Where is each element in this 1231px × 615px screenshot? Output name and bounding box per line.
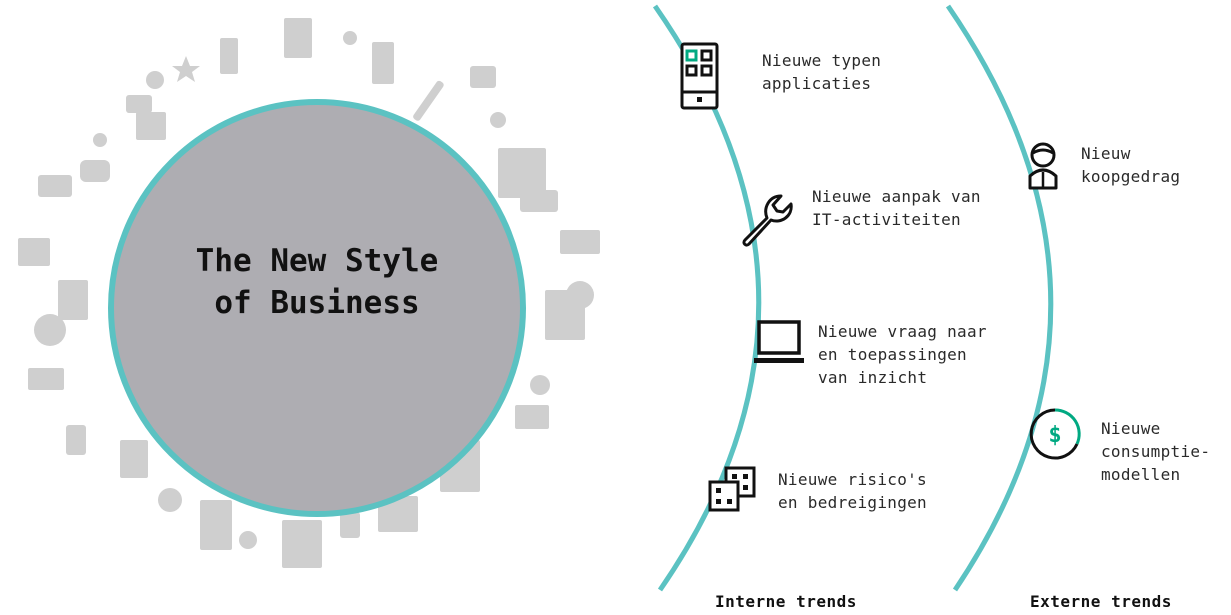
bubble-icon xyxy=(490,112,506,128)
building-icon xyxy=(282,520,322,568)
building-icon xyxy=(220,38,238,74)
search-icon xyxy=(343,31,357,45)
phone-icon xyxy=(66,425,86,455)
grid-building-icon xyxy=(136,112,166,140)
gear-icon xyxy=(530,375,550,395)
wrench-icon xyxy=(742,194,793,247)
building-icon xyxy=(120,440,148,478)
grid-icon xyxy=(560,230,600,254)
bars-icon xyxy=(498,148,546,198)
laptop-small-icon xyxy=(28,368,64,390)
gear-icon xyxy=(93,133,107,147)
chat-icon xyxy=(80,160,110,182)
phone-icon xyxy=(340,512,360,538)
external-trends-label: Externe trends xyxy=(1030,592,1172,611)
pencil-icon xyxy=(413,80,444,121)
decorative-icon-ring xyxy=(18,18,600,568)
external-trend-1-label: Nieuw koopgedrag xyxy=(1081,144,1181,186)
risk-dice-icon xyxy=(708,466,756,512)
external-trend-2-label: Nieuwe consumptie- modellen xyxy=(1101,419,1211,484)
building-icon xyxy=(378,496,418,532)
cloud-icon xyxy=(566,281,594,309)
main-title: The New Style of Business xyxy=(195,243,439,321)
external-trends-arc xyxy=(945,4,1054,592)
bubble-icon xyxy=(146,71,164,89)
cart-icon xyxy=(126,95,152,113)
grid-icon xyxy=(18,238,50,266)
cloud-icon xyxy=(34,314,66,346)
buyer-person-icon xyxy=(1028,142,1058,190)
internal-trend-1-label: Nieuwe typen applicaties xyxy=(762,51,882,93)
building-icon xyxy=(372,42,394,84)
globe-icon xyxy=(158,488,182,512)
svg-text:$: $ xyxy=(1048,423,1061,448)
internal-trend-2-label: Nieuwe aanpak van IT-activiteiten xyxy=(812,187,981,229)
building-icon xyxy=(200,500,232,550)
building-icon xyxy=(284,18,312,58)
internal-trend-3-label: Nieuwe vraag naar en toepassingen van in… xyxy=(818,322,987,387)
cart-icon xyxy=(470,66,496,88)
person-icon xyxy=(239,531,257,549)
star-icon xyxy=(172,56,200,82)
truck-icon xyxy=(38,175,72,197)
internal-trend-4-label: Nieuwe risico's en bedreigingen xyxy=(778,470,927,512)
app-tablet-icon xyxy=(680,42,719,110)
graph-icon xyxy=(58,280,88,320)
internal-trends-label: Interne trends xyxy=(715,592,857,611)
laptop-icon xyxy=(754,320,804,363)
dollar-consumption-icon: $ xyxy=(1029,408,1081,460)
main-circle xyxy=(108,99,526,517)
chart-icon xyxy=(515,405,549,429)
truck-icon xyxy=(520,190,558,212)
